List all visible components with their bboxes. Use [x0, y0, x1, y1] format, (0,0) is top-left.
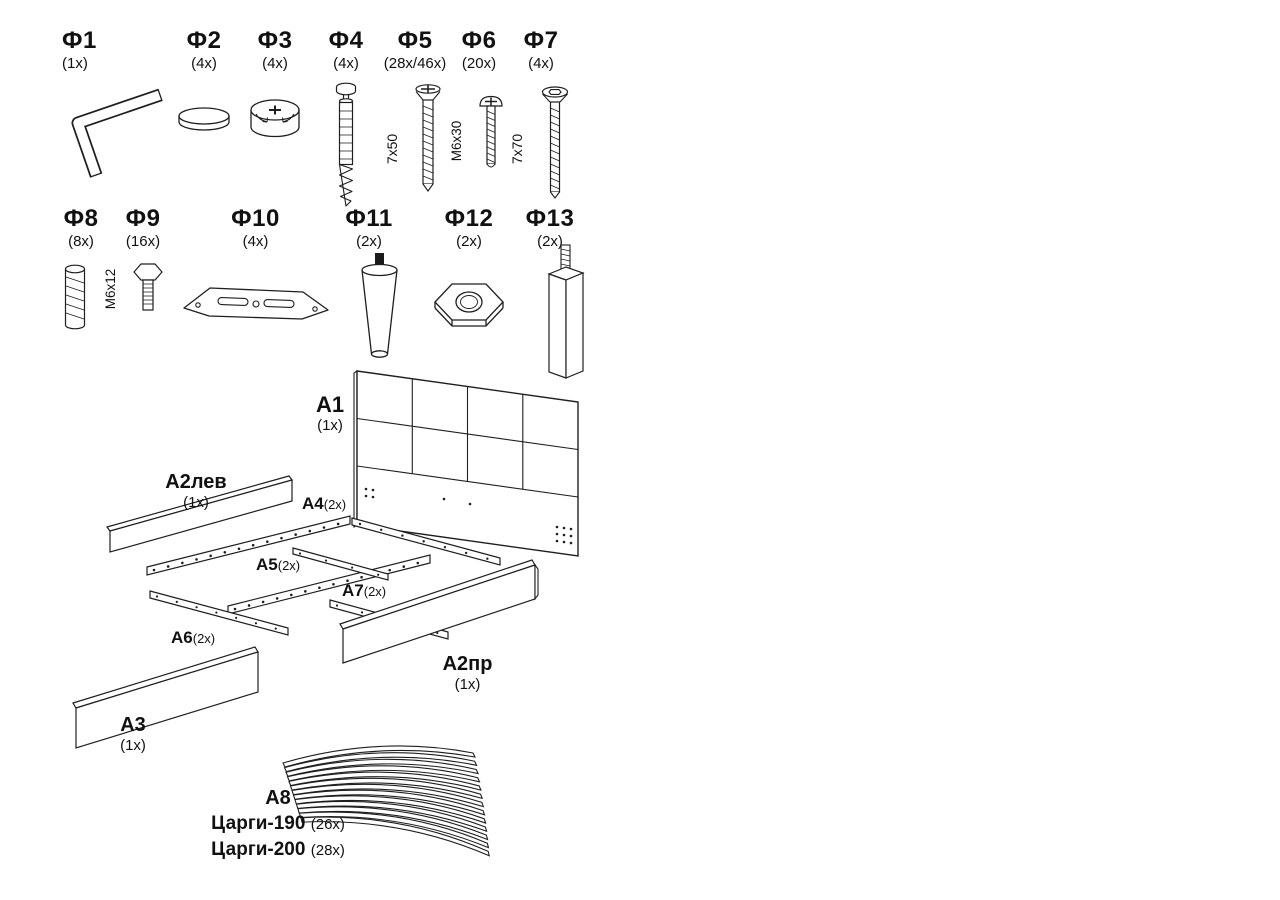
headboard-drawing — [353, 369, 579, 557]
rail-a5-drawing — [292, 547, 389, 581]
a5-label: А5 — [256, 555, 278, 574]
side-panel-left-drawing — [105, 475, 294, 553]
a2lev-qty: (1x) — [183, 494, 209, 511]
part-f12: Ф12 (2x) — [423, 206, 515, 333]
f5-size-label: 7x50 — [384, 134, 400, 165]
label-a2pr: А2пр (1x) — [420, 653, 515, 694]
f6-size-label: М6x30 — [449, 121, 464, 162]
part-label: Ф13 — [525, 205, 575, 232]
label-a3: А3 (1x) — [103, 714, 163, 755]
label-a1: A1 (1x) — [298, 394, 362, 435]
part-label: Ф2 — [186, 27, 222, 54]
rail-a6-drawing — [149, 590, 289, 636]
a7-qty: (2x) — [363, 584, 387, 599]
f9-size-label: М6x12 — [104, 269, 118, 310]
part-qty: (2x) — [456, 233, 482, 250]
square-leg-icon — [547, 244, 585, 379]
a6-label: А6 — [171, 628, 193, 647]
part-f2: Ф2 (4x) — [163, 28, 245, 135]
a2pr-qty: (1x) — [454, 676, 481, 693]
a3-label: А3 — [120, 714, 146, 736]
part-f13: Ф13 (2x) — [506, 206, 594, 383]
a4-label: А4 — [302, 494, 324, 513]
part-qty: (8x) — [68, 233, 94, 250]
rail-cross-drawing — [351, 517, 501, 566]
a7-label: А7 — [342, 581, 364, 600]
a8-item-0-name: Царги-190 — [211, 813, 306, 834]
part-label: Ф9 — [125, 205, 161, 232]
footboard-drawing — [72, 646, 259, 749]
part-f3: Ф3 (4x) — [236, 28, 314, 151]
label-a5: А5(2x) — [256, 555, 300, 575]
long-screw-icon: 7x70 — [510, 86, 569, 199]
part-label: Ф7 — [523, 27, 559, 54]
a2lev-label: А2лев — [165, 471, 227, 493]
f7-size-label: 7x70 — [510, 134, 525, 165]
a8-label: А8 — [265, 787, 291, 809]
part-f11: Ф11 (2x) — [328, 206, 410, 363]
a2pr-label: А2пр — [442, 653, 493, 675]
part-qty: (1x) — [62, 55, 88, 72]
part-label: Ф10 — [231, 205, 280, 232]
label-a8: А8 Царги-190 (26x) Царги-200 (28x) — [143, 786, 413, 863]
wooden-dowel-icon — [64, 264, 86, 330]
part-qty: (4x) — [528, 55, 554, 72]
part-label: Ф3 — [257, 27, 293, 54]
a8-item-1-qty: (28x) — [310, 842, 345, 859]
hex-bolt-icon: М6x12 — [104, 263, 163, 311]
part-f5: Ф5 (28x/46x) 7x50 — [376, 28, 454, 195]
part-label: Ф11 — [345, 205, 393, 232]
part-qty: (28x/46x) — [383, 55, 447, 72]
hex-nut-icon — [434, 283, 504, 327]
part-qty: (2x) — [356, 233, 382, 250]
label-a7: А7(2x) — [342, 581, 386, 601]
part-f8: Ф8 (8x) — [50, 206, 112, 335]
rail-a4-drawing — [146, 515, 351, 576]
pan-head-screw-icon: М6x30 — [449, 95, 503, 168]
part-qty: (2x) — [537, 233, 563, 250]
a5-qty: (2x) — [277, 558, 301, 573]
a8-item-1: Царги-200 (28x) — [143, 837, 413, 863]
part-f6: Ф6 (20x) М6x30 — [447, 28, 511, 179]
part-f7: Ф7 (4x) 7x70 — [508, 28, 574, 201]
part-qty: (16x) — [125, 233, 161, 250]
cam-dowel-bolt-icon — [335, 82, 357, 207]
part-f4: Ф4 (4x) — [314, 28, 378, 209]
side-panel-right-drawing — [339, 559, 539, 664]
part-f1: Ф1 (1x) — [40, 27, 163, 181]
round-leg-icon — [361, 253, 398, 358]
part-qty: (4x) — [262, 55, 288, 72]
part-qty: (4x) — [333, 55, 359, 72]
part-qty: (4x) — [242, 233, 269, 250]
a4-qty: (2x) — [323, 497, 347, 512]
a1-label: A1 — [315, 392, 345, 417]
label-a4: А4(2x) — [302, 494, 346, 514]
label-a2lev: А2лев (1x) — [142, 471, 250, 512]
a8-item-1-name: Царги-200 — [211, 839, 306, 860]
part-label: Ф12 — [444, 205, 494, 232]
label-a6: А6(2x) — [171, 628, 215, 648]
a6-qty: (2x) — [192, 631, 216, 646]
cam-lock-icon — [250, 99, 300, 138]
cover-cap-icon — [178, 107, 230, 131]
hex-key-icon — [71, 88, 163, 178]
part-label: Ф1 — [62, 27, 97, 54]
part-qty: (20x) — [461, 55, 497, 72]
a8-item-0: Царги-190 (26x) — [143, 811, 413, 837]
part-qty: (4x) — [191, 55, 217, 72]
part-label: Ф8 — [63, 205, 99, 232]
a8-item-0-qty: (26x) — [310, 816, 345, 833]
mounting-bracket-icon — [182, 287, 329, 320]
part-label: Ф4 — [328, 27, 364, 54]
part-label: Ф5 — [397, 27, 433, 54]
part-f9: Ф9 (16x) М6x12 — [104, 205, 180, 319]
confirmat-screw-icon: 7x50 — [384, 84, 441, 192]
part-label: Ф6 — [461, 27, 497, 54]
a1-qty: (1x) — [317, 417, 343, 434]
part-f10: Ф10 (4x) — [178, 206, 333, 325]
a3-qty: (1x) — [120, 737, 146, 754]
